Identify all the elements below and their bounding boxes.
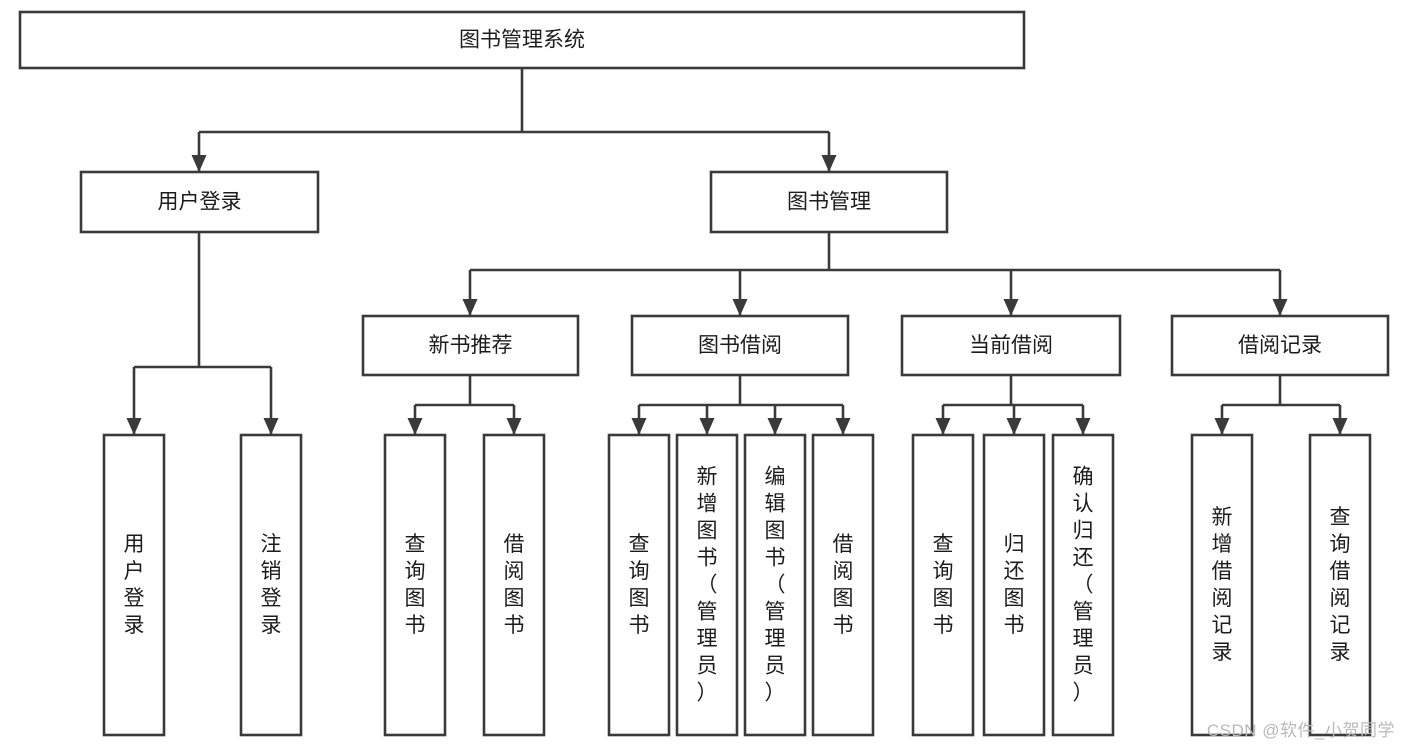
node-leaf-query-borrow-record[interactable]: 查询借阅记录 xyxy=(1308,433,1372,737)
node-box-borrow-record[interactable] xyxy=(1170,314,1390,377)
arrow-head-icon xyxy=(126,418,142,435)
node-leaf-borrow-book[interactable]: 借阅图书 xyxy=(811,433,875,737)
node-book-management[interactable]: 图书管理 xyxy=(709,170,949,234)
node-box-leaf-edit-book-admin[interactable] xyxy=(743,433,807,737)
node-leaf-query-book-current[interactable]: 查询图书 xyxy=(911,433,975,737)
node-leaf-borrow-book-recommend[interactable]: 借阅图书 xyxy=(482,433,546,737)
arrow-head-icon xyxy=(835,418,851,435)
node-label-leaf-user-login: 用户登录 xyxy=(124,533,145,637)
arrow-head-icon xyxy=(935,418,951,435)
node-label-leaf-add-borrow-record: 新增借阅记录 xyxy=(1212,506,1233,664)
node-label-book-management: 图书管理 xyxy=(787,191,871,214)
node-label-root: 图书管理系统 xyxy=(459,29,585,52)
node-leaf-add-book-admin[interactable]: 新增图书（管理员） xyxy=(675,433,739,737)
node-leaf-return-book[interactable]: 归还图书 xyxy=(982,433,1046,737)
arrow-head-icon xyxy=(767,418,783,435)
node-box-leaf-query-book-borrow[interactable] xyxy=(607,433,671,737)
node-label-leaf-edit-book-admin: 编辑图书（管理员） xyxy=(765,466,786,705)
arrow-head-icon xyxy=(1214,418,1230,435)
arrow-head-icon xyxy=(631,418,647,435)
node-box-leaf-add-borrow-record[interactable] xyxy=(1190,433,1254,737)
node-box-leaf-user-login[interactable] xyxy=(102,433,166,737)
node-label-current-borrow: 当前借阅 xyxy=(969,334,1053,357)
edge-record-to-leaves xyxy=(1220,375,1342,434)
csdn-watermark: CSDN @软件_小贺同学 xyxy=(1206,721,1395,740)
node-box-current-borrow[interactable] xyxy=(900,314,1122,377)
node-box-new-book-recommend[interactable] xyxy=(361,314,580,377)
node-label-leaf-add-book-admin: 新增图书（管理员） xyxy=(697,466,718,705)
node-label-leaf-query-book-recommend: 查询图书 xyxy=(405,533,426,637)
node-box-leaf-confirm-return-admin[interactable] xyxy=(1051,433,1115,737)
node-label-book-borrow: 图书借阅 xyxy=(698,334,782,357)
node-box-root[interactable] xyxy=(18,10,1026,70)
arrow-head-icon xyxy=(407,418,423,435)
node-user-login[interactable]: 用户登录 xyxy=(79,170,320,234)
node-label-new-book-recommend: 新书推荐 xyxy=(429,334,513,357)
node-new-book-recommend[interactable]: 新书推荐 xyxy=(361,314,580,377)
node-current-borrow[interactable]: 当前借阅 xyxy=(900,314,1122,377)
node-box-leaf-borrow-book[interactable] xyxy=(811,433,875,737)
edge-userlogin-to-leaves xyxy=(132,232,273,434)
node-box-leaf-query-book-recommend[interactable] xyxy=(383,433,447,737)
node-leaf-query-book-borrow[interactable]: 查询图书 xyxy=(607,433,671,737)
node-label-user-login: 用户登录 xyxy=(158,191,242,214)
node-layer: 图书管理系统用户登录图书管理新书推荐图书借阅当前借阅借阅记录用户登录注销登录查询… xyxy=(18,10,1390,737)
node-label-leaf-query-borrow-record: 查询借阅记录 xyxy=(1330,506,1351,664)
arrow-head-icon xyxy=(1003,299,1019,316)
node-label-leaf-borrow-book: 借阅图书 xyxy=(833,533,854,637)
arrow-head-icon xyxy=(732,299,748,316)
arrow-head-icon xyxy=(263,418,279,435)
arrow-head-icon xyxy=(191,155,207,172)
node-box-book-management[interactable] xyxy=(709,170,949,234)
node-label-leaf-query-book-borrow: 查询图书 xyxy=(629,533,650,637)
node-label-leaf-confirm-return-admin: 确认归还（管理员） xyxy=(1073,466,1094,705)
node-box-book-borrow[interactable] xyxy=(630,314,850,377)
arrow-head-icon xyxy=(699,418,715,435)
node-label-leaf-return-book: 归还图书 xyxy=(1004,533,1025,637)
arrow-head-icon xyxy=(506,418,522,435)
node-label-borrow-record: 借阅记录 xyxy=(1238,334,1322,357)
arrow-head-icon xyxy=(1272,299,1288,316)
node-leaf-logout-login[interactable]: 注销登录 xyxy=(239,433,303,737)
node-root[interactable]: 图书管理系统 xyxy=(18,10,1026,70)
node-leaf-edit-book-admin[interactable]: 编辑图书（管理员） xyxy=(743,433,807,737)
node-box-leaf-query-borrow-record[interactable] xyxy=(1308,433,1372,737)
node-label-leaf-borrow-book-recommend: 借阅图书 xyxy=(504,533,525,637)
node-leaf-user-login[interactable]: 用户登录 xyxy=(102,433,166,737)
node-box-user-login[interactable] xyxy=(79,170,320,234)
node-box-leaf-add-book-admin[interactable] xyxy=(675,433,739,737)
node-box-leaf-return-book[interactable] xyxy=(982,433,1046,737)
node-label-leaf-query-book-current: 查询图书 xyxy=(933,533,954,637)
edge-borrow-to-leaves xyxy=(637,375,845,434)
node-book-borrow[interactable]: 图书借阅 xyxy=(630,314,850,377)
node-leaf-query-book-recommend[interactable]: 查询图书 xyxy=(383,433,447,737)
node-borrow-record[interactable]: 借阅记录 xyxy=(1170,314,1390,377)
node-box-leaf-query-book-current[interactable] xyxy=(911,433,975,737)
arrow-head-icon xyxy=(462,299,478,316)
node-leaf-confirm-return-admin[interactable]: 确认归还（管理员） xyxy=(1051,433,1115,737)
arrow-head-icon xyxy=(1075,418,1091,435)
edge-root-to-level2 xyxy=(197,68,831,171)
edge-bookmgmt-to-level3 xyxy=(468,232,1282,315)
edge-recommend-to-leaves xyxy=(413,375,516,434)
node-leaf-add-borrow-record[interactable]: 新增借阅记录 xyxy=(1190,433,1254,737)
node-box-leaf-logout-login[interactable] xyxy=(239,433,303,737)
arrow-head-icon xyxy=(1332,418,1348,435)
arrow-head-icon xyxy=(1006,418,1022,435)
node-box-leaf-borrow-book-recommend[interactable] xyxy=(482,433,546,737)
node-label-leaf-logout-login: 注销登录 xyxy=(261,533,282,637)
arrow-head-icon xyxy=(821,155,837,172)
connector-layer xyxy=(126,68,1348,435)
